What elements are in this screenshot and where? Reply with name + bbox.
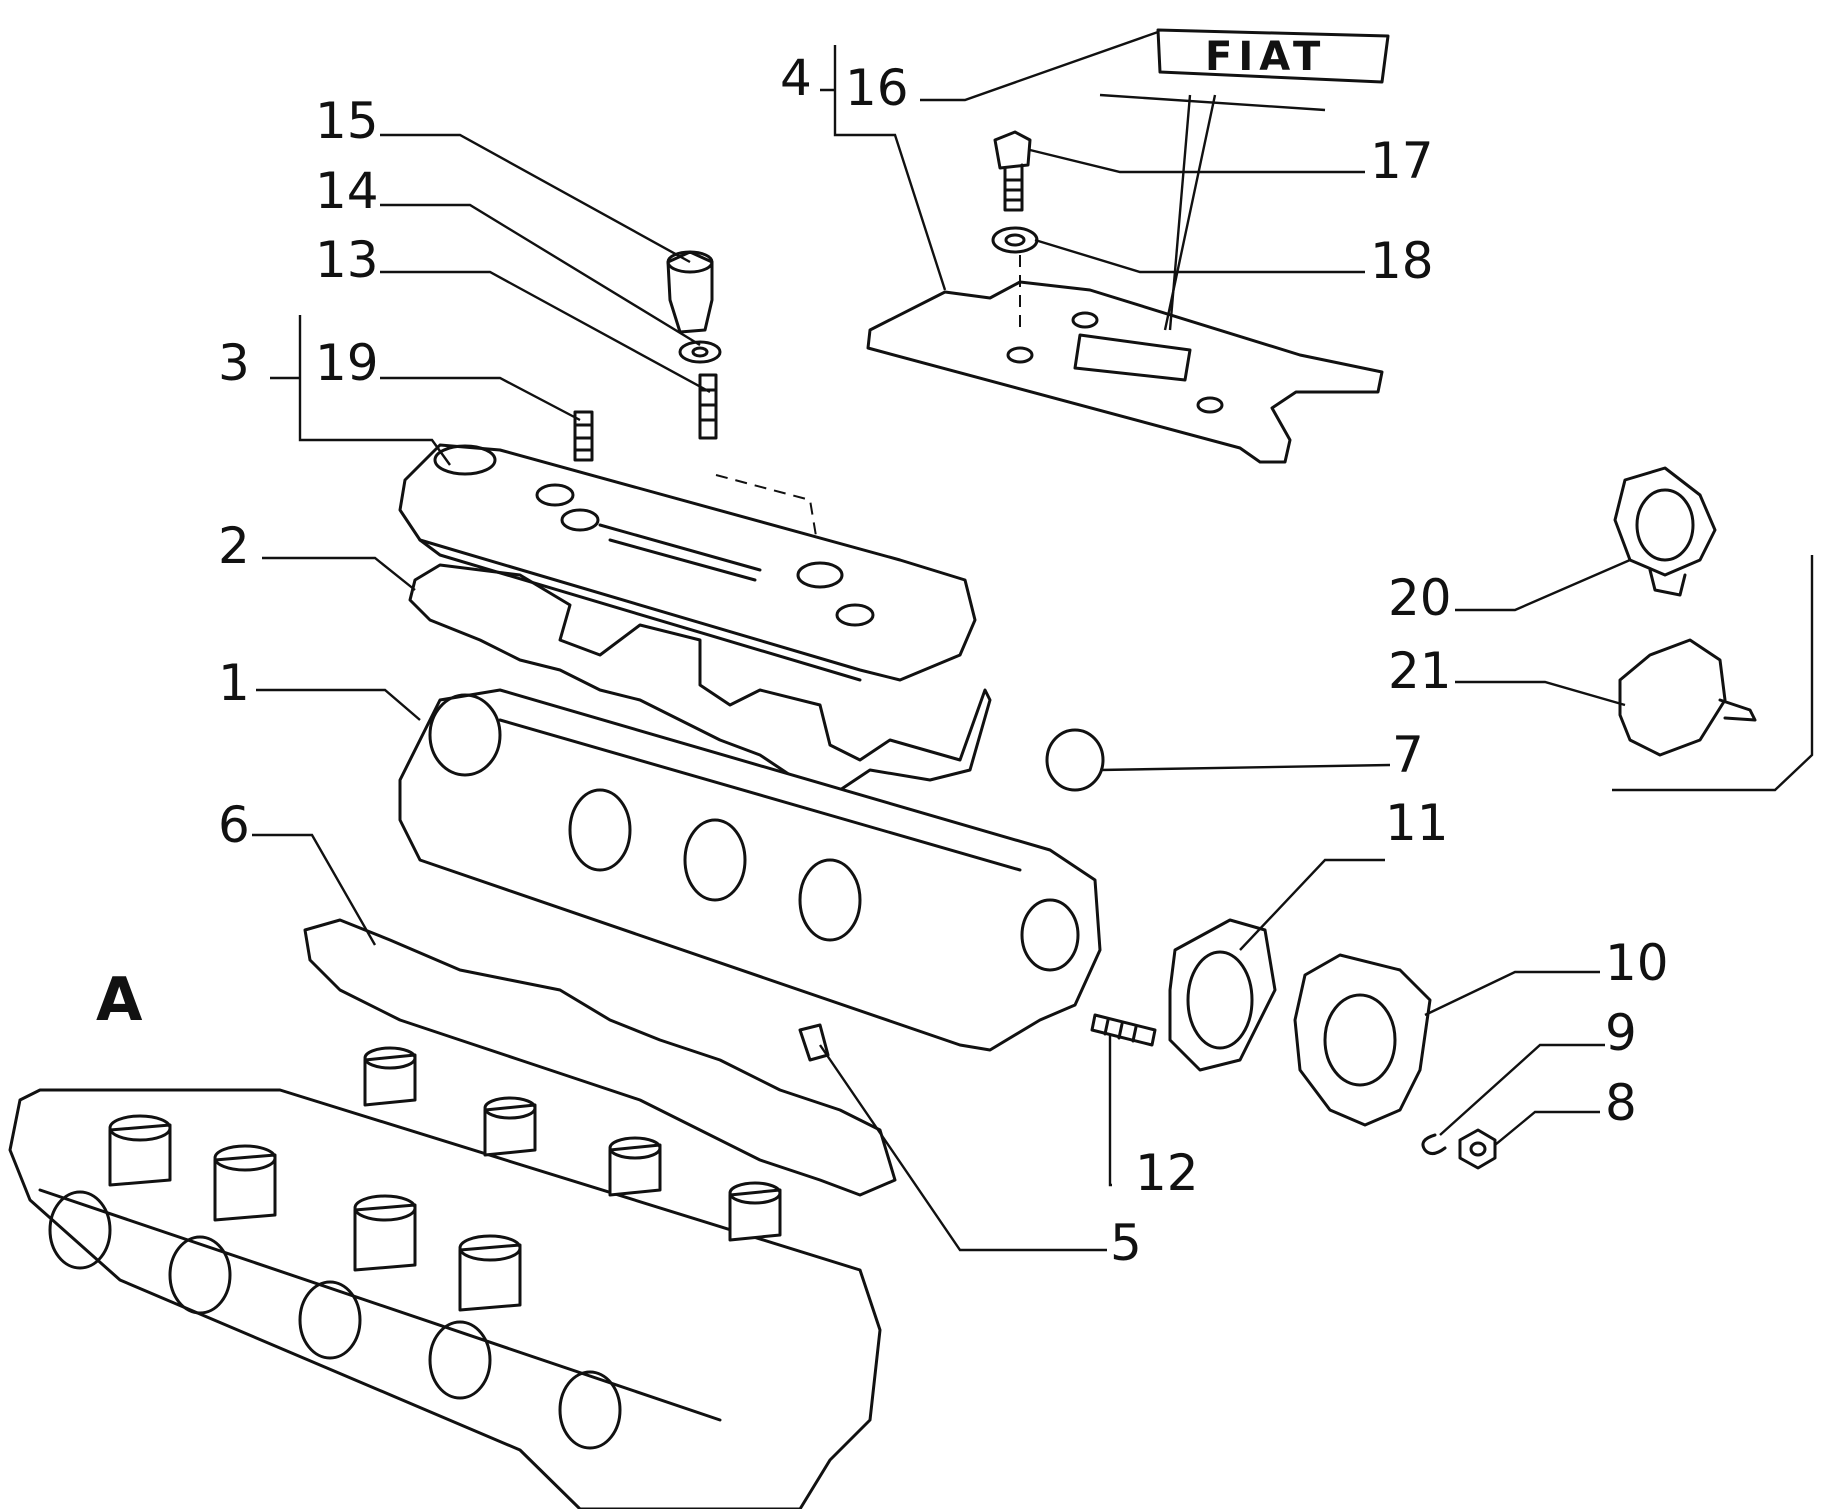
bracket-21 [1612,555,1814,792]
callout-15: 15 [315,92,379,150]
gasket-2 [408,563,992,792]
callout-8: 8 [1605,1074,1637,1132]
gasket-6 [303,918,897,1197]
clip-9 [1421,1133,1447,1155]
dowel-5 [798,1023,830,1062]
connector-20 [1613,466,1717,597]
callout-9: 9 [1605,1004,1637,1062]
section-label-a: A [96,965,143,1035]
oil-cap-15 [666,250,714,334]
callout-12: 12 [1135,1144,1199,1202]
callout-13: 13 [315,231,379,289]
callout-7: 7 [1392,726,1424,784]
callout-3: 3 [218,334,250,392]
leader-lines [252,30,1631,1252]
callout-1: 1 [218,654,250,712]
housing-1 [398,688,1102,1052]
callout-20: 20 [1388,569,1452,627]
washer-14 [678,340,722,364]
callout-17: 17 [1370,132,1434,190]
gasket-11 [1168,918,1277,1072]
callout-11: 11 [1385,794,1449,852]
screw-17 [993,130,1032,212]
callout-19: 19 [315,334,379,392]
fiat-badge: FIAT [1156,28,1390,84]
callout-4: 4 [780,49,812,107]
callout-10: 10 [1605,934,1669,992]
callout-21: 21 [1388,642,1452,700]
cover-plate [866,93,1384,464]
callout-2: 2 [218,517,250,575]
callout-5: 5 [1110,1214,1142,1272]
cylinder-head [8,1046,882,1509]
callout-18: 18 [1370,232,1434,290]
plug-7 [1045,728,1105,792]
nut-8 [1458,1128,1497,1170]
badge-logo-text: FIAT [1205,34,1326,80]
housing-10 [1293,953,1432,1127]
rocker-cover-3 [398,443,977,682]
callout-6: 6 [218,796,250,854]
callout-labels: 1 2 3 4 5 6 7 8 9 10 11 12 13 14 15 16 1… [218,49,1669,1272]
callout-14: 14 [315,162,379,220]
stud-12 [1090,1013,1157,1047]
stud-19 [573,410,594,462]
callout-16: 16 [845,59,909,117]
